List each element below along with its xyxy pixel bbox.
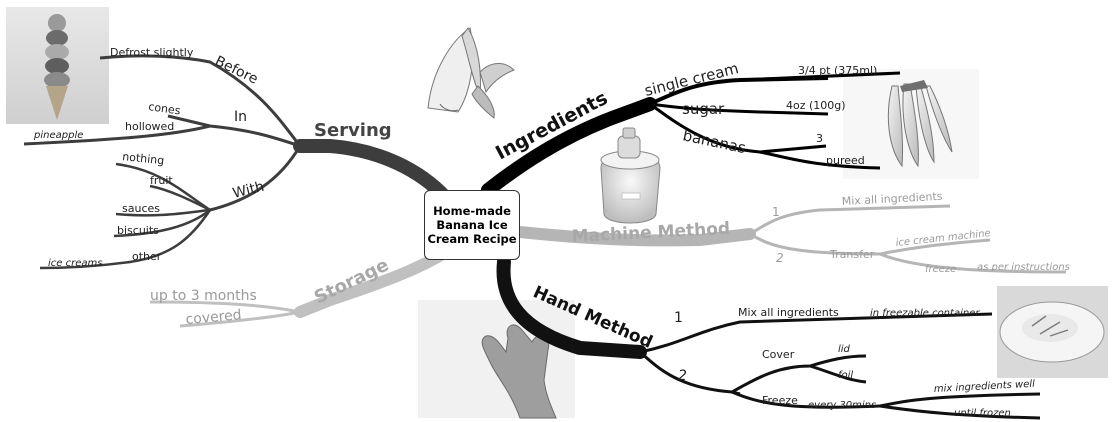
storage-covered-label: covered xyxy=(185,307,242,328)
hand-picture xyxy=(418,300,575,419)
lid-label: lid xyxy=(838,344,851,355)
serving-label: Serving xyxy=(314,120,392,141)
storage-duration-label: up to 3 months xyxy=(150,288,257,304)
hand-step1-note: in freezable container xyxy=(870,308,980,319)
hand-step1-text: Mix all ingredients xyxy=(738,306,839,319)
machine-method-branch xyxy=(514,226,756,247)
central-topic-line-2: Banana Ice xyxy=(436,218,508,232)
machine-step2-freeze-note: as per instructions xyxy=(977,262,1070,273)
bananas-prep: pureed xyxy=(826,154,865,167)
peeled-banana-picture xyxy=(427,27,515,119)
until-frozen-label: until frozen xyxy=(954,408,1011,419)
other-label: other xyxy=(132,250,162,263)
fruit-label: fruit xyxy=(150,174,173,187)
defrost-label: Defrost slightly xyxy=(110,46,194,59)
pineapple-label: pineapple xyxy=(33,130,83,141)
hand-step2-num: 2 xyxy=(678,368,687,384)
foil-label: foil xyxy=(838,370,853,381)
hollowed-label: hollowed xyxy=(125,120,174,133)
in-label: In xyxy=(234,109,247,125)
central-topic: Home-made Banana Ice Cream Recipe xyxy=(424,190,520,260)
ice-creams-label: ice creams xyxy=(48,258,102,269)
hand-method-branch xyxy=(496,255,647,359)
before-label: Before xyxy=(212,53,260,87)
banana-bunch-picture xyxy=(843,69,979,179)
serving-branch xyxy=(293,139,453,205)
biscuits-label: biscuits xyxy=(117,224,159,237)
cover-label: Cover xyxy=(762,348,795,361)
machine-step2-freeze: freeze xyxy=(925,264,956,275)
machine-step2-text: Transfer xyxy=(829,248,875,261)
machine-step2-num: 2 xyxy=(776,251,784,265)
ice-cream-machine-picture xyxy=(600,127,661,224)
machine-step1-text: Mix all ingredients xyxy=(841,190,943,208)
ice-cream-bowl-picture xyxy=(997,286,1108,378)
single-cream-qty: 3/4 pt (375ml) xyxy=(798,64,877,77)
every-30mins-label: every 30mins xyxy=(808,400,876,411)
ingredients-branch xyxy=(481,97,657,197)
machine-step1-num: 1 xyxy=(772,205,780,219)
cones-label: cones xyxy=(148,100,182,117)
sugar-label: sugar xyxy=(682,100,725,118)
with-label: With xyxy=(231,179,266,202)
single-cream-label: single cream xyxy=(643,59,741,100)
hand-step1-num: 1 xyxy=(674,310,683,326)
sauces-label: sauces xyxy=(122,202,160,215)
ice-cream-stack-picture xyxy=(6,7,109,124)
mix-well-label: mix ingredients well xyxy=(934,379,1036,395)
central-topic-line-3: Cream Recipe xyxy=(427,232,517,246)
bananas-qty: 3 xyxy=(816,132,823,145)
bananas-label: bananas xyxy=(681,126,747,157)
freeze-label: Freeze xyxy=(762,394,798,407)
central-topic-line-1: Home-made xyxy=(433,204,511,218)
nothing-label: nothing xyxy=(122,150,165,167)
sugar-qty: 4oz (100g) xyxy=(786,99,846,112)
